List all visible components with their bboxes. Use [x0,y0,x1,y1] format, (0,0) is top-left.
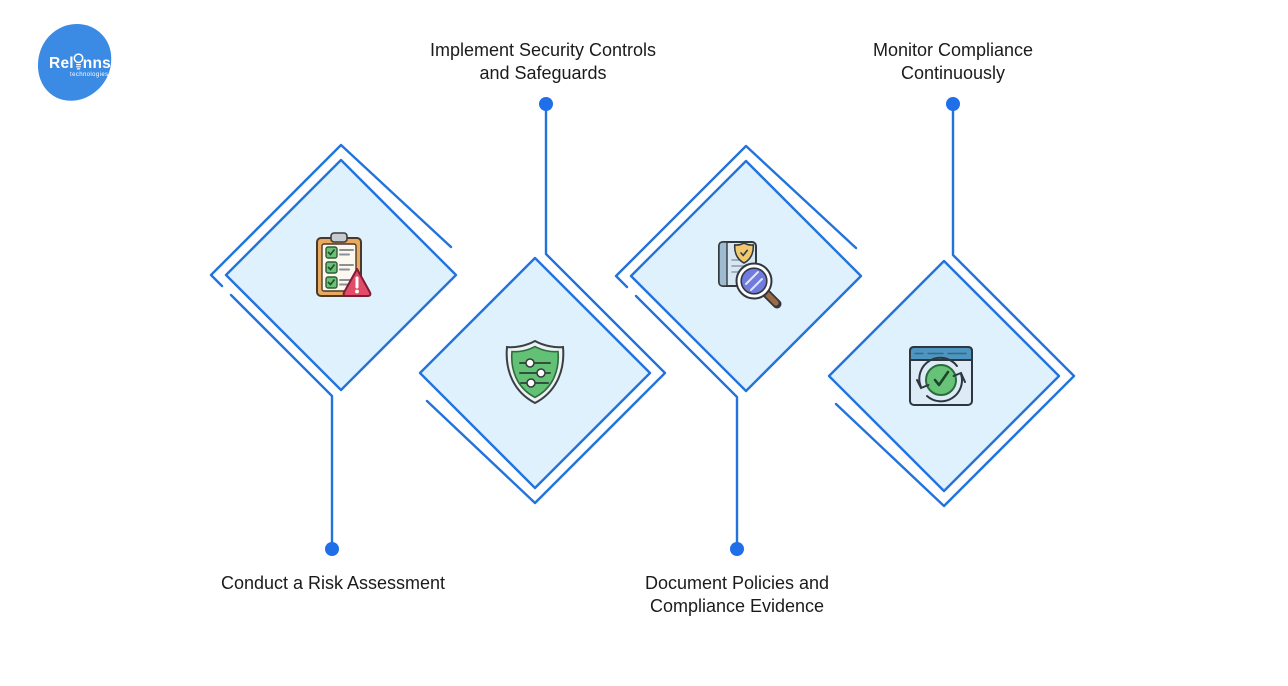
step-1-connector-line [229,293,334,544]
logo-blob-shape [37,24,112,101]
risk-assessment-clipboard-warning-icon [316,232,372,297]
logo-subtitle: technologies [70,72,109,78]
step-3-outer-outline [614,144,858,289]
logo-wordmark: Rel nns [44,52,116,73]
policy-evidence-document-magnifier-icon [718,241,782,309]
step-1-connector-dot [325,542,339,556]
step-1-outer-outline [209,143,453,288]
security-controls-shield-sliders-icon [505,339,565,405]
step-3-diamond [614,144,863,556]
lightbulb-icon [73,53,84,70]
step-1-label: Conduct a Risk Assessment [220,573,446,593]
step-4-label: Monitor Compliance Continuously [872,40,1034,83]
step-4-connector-dot [946,97,960,111]
step-3-connector-line [634,294,739,544]
step-2-connector-and-outline [425,106,667,505]
step-1-diamond [209,143,458,556]
step-2-label: Implement Security Controls and Safeguar… [429,40,657,83]
step-2-connector-dot [539,97,553,111]
step-4-connector-and-outline [834,106,1076,508]
monitor-compliance-browser-refresh-icon [909,346,973,406]
relinns-logo: Rel nns technologies [30,20,116,106]
step-4-diamond [827,97,1076,508]
step-2-diamond [418,97,667,505]
step-3-label: Document Policies and Compliance Evidenc… [644,573,830,616]
step-3-connector-dot [730,542,744,556]
